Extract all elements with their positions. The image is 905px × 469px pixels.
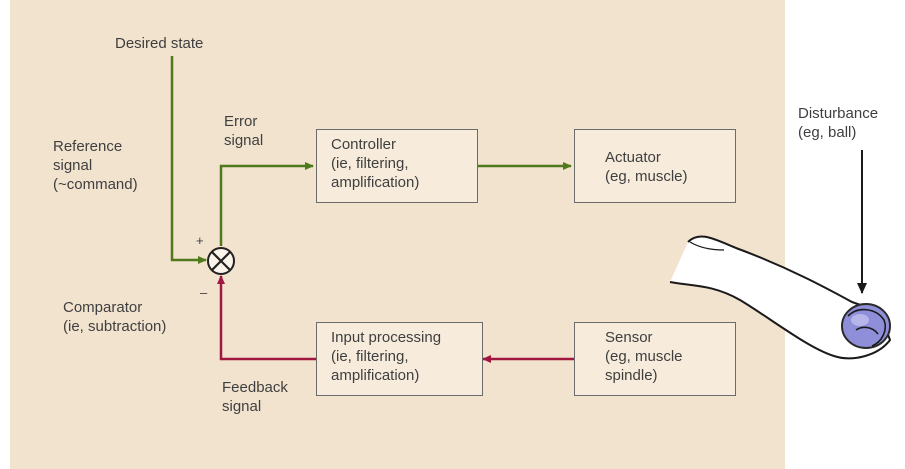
error-signal-label: Error signal <box>224 113 264 149</box>
reference-signal-label: Reference signal (~command) <box>53 138 138 193</box>
arm-illustration <box>669 235 891 360</box>
feedback-signal-label: Feedback signal <box>222 379 288 415</box>
controller-box: Controller (ie, filtering, amplification… <box>316 129 478 203</box>
plus-sign: + <box>196 233 204 248</box>
disturbance-label: Disturbance (eg, ball) <box>798 105 879 141</box>
minus-sign: – <box>200 285 208 300</box>
error-signal-line <box>219 162 314 246</box>
actuator-box: Actuator (eg, muscle) <box>574 129 736 203</box>
sensor-box: Sensor (eg, muscle spindle) <box>574 322 736 396</box>
comparator-junction <box>207 247 235 275</box>
input-processing-box: Input processing (ie, filtering, amplifi… <box>316 322 483 396</box>
ball-illustration <box>841 303 891 349</box>
reference-signal-line <box>170 56 207 264</box>
comparator-label: Comparator (ie, subtraction) <box>63 299 167 335</box>
hand-fingers <box>847 308 887 347</box>
desired-state-label: Desired state <box>115 35 204 52</box>
feedback-signal-line <box>217 275 316 361</box>
